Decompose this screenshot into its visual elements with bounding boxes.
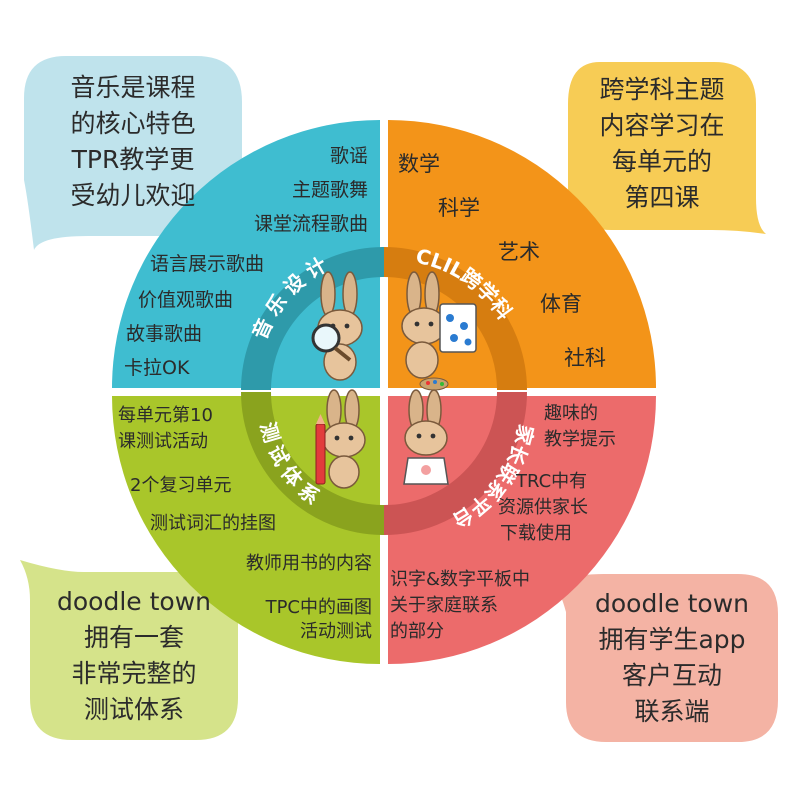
parent-item-5: 下载使用: [500, 523, 572, 544]
bubble-top-right: 跨学科主题 内容学习在 每单元的 第四课: [568, 72, 756, 216]
parent-item-2: 教学提示: [544, 429, 616, 450]
bubble-top-right-line-2: 内容学习在: [599, 111, 725, 140]
test-item-1: 每单元第10: [118, 405, 213, 426]
music-item-5: 价值观歌曲: [138, 289, 234, 311]
bubble-bottom-right-line-4: 联系端: [634, 697, 710, 726]
bubble-top-right-shape: [568, 62, 766, 234]
test-item-5: 教师用书的内容: [246, 553, 372, 574]
bubble-bottom-left-line-3: 非常完整的: [71, 659, 197, 688]
bubble-top-left-line-3: TPR教学更: [71, 145, 195, 174]
test-item-6: TPC中的画图: [265, 597, 372, 618]
bubble-top-left-line-1: 音乐是课程: [70, 73, 196, 102]
clil-item-4: 体育: [540, 292, 582, 316]
bubble-top-left-shape: [24, 56, 242, 250]
bubble-bottom-left-line-1: doodle town: [57, 587, 211, 616]
bunny-with-magnifier-icon: [311, 271, 363, 381]
parent-item-3: TRC中有: [516, 471, 588, 492]
bunny-painting-icon: [401, 271, 477, 391]
inner-ring: [241, 247, 527, 535]
parent-item-7: 关于家庭联系: [390, 595, 498, 616]
bubble-bottom-right-line-1: doodle town: [595, 589, 749, 618]
quadrant-parent: [388, 396, 656, 664]
bubble-bottom-right-shape: [552, 574, 778, 742]
parent-item-1: 趣味的: [544, 403, 598, 424]
bubble-bottom-left: doodle town 拥有一套 非常完整的 测试体系: [30, 584, 238, 728]
quadrant-music: [112, 120, 380, 388]
music-item-2: 主题歌舞: [291, 179, 368, 201]
bubble-bottom-left-line-4: 测试体系: [83, 695, 184, 724]
parent-item-4: 资源供家长: [498, 497, 588, 518]
bunny-with-crayon-icon: [315, 389, 366, 489]
bubble-bottom-left-line-2: 拥有一套: [83, 623, 184, 652]
music-item-1: 歌谣: [329, 145, 368, 167]
test-item-4: 测试词汇的挂图: [150, 513, 276, 534]
music-item-6: 故事歌曲: [126, 323, 203, 345]
parent-item-6: 识字&数字平板中: [390, 569, 531, 590]
test-item-2: 课测试活动: [118, 431, 208, 452]
bubble-bottom-right-line-3: 客户互动: [621, 661, 722, 690]
bubble-top-right-line-4: 第四课: [624, 183, 700, 212]
clil-item-2: 科学: [438, 196, 480, 220]
bubble-top-right-line-1: 跨学科主题: [599, 75, 725, 104]
bubble-top-left: 音乐是课程 的核心特色 TPR教学更 受幼儿欢迎: [24, 70, 242, 214]
test-item-7: 活动测试: [300, 621, 372, 642]
quadrant-test: [112, 396, 380, 664]
clil-item-5: 社科: [564, 346, 606, 370]
bubble-bottom-left-shape: [20, 560, 238, 740]
clil-item-1: 数学: [398, 152, 440, 176]
parent-item-8: 的部分: [390, 621, 444, 642]
bubble-bottom-right: doodle town 拥有学生app 客户互动 联系端: [566, 586, 778, 730]
music-item-3: 课堂流程歌曲: [253, 213, 368, 235]
bubble-bottom-right-line-2: 拥有学生app: [598, 625, 746, 654]
bubble-top-right-line-3: 每单元的: [611, 147, 712, 176]
clil-item-3: 艺术: [498, 240, 540, 264]
test-item-3: 2个复习单元: [130, 475, 232, 496]
bubble-top-left-line-2: 的核心特色: [70, 109, 196, 138]
music-item-4: 语言展示歌曲: [150, 253, 265, 275]
bunny-with-shirt-icon: [403, 389, 449, 485]
bubble-top-left-line-4: 受幼儿欢迎: [70, 181, 196, 210]
music-item-7: 卡拉OK: [124, 357, 190, 379]
